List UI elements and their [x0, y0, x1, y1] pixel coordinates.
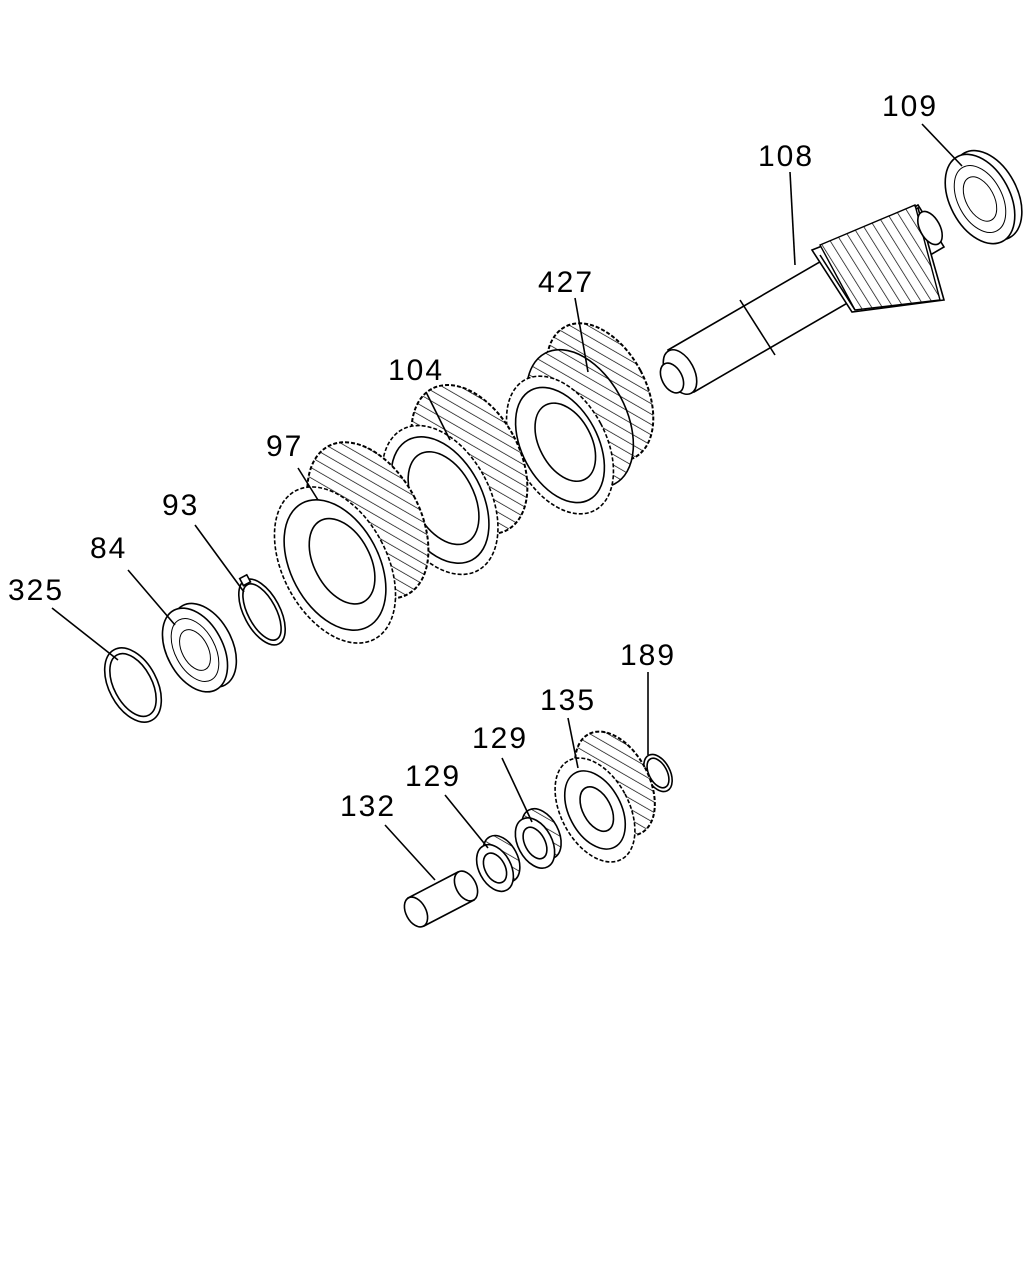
gear-104 — [381, 384, 529, 576]
leader-325 — [51, 607, 119, 661]
needle-bearing-129-lower — [475, 834, 521, 893]
leader-lines — [51, 123, 963, 881]
leader-129-upper — [501, 757, 533, 823]
leader-97 — [297, 467, 319, 501]
callout-427: 427 — [538, 266, 594, 299]
leader-84 — [127, 569, 176, 626]
leader-135 — [567, 717, 579, 769]
callout-189: 189 — [620, 639, 676, 672]
leader-427 — [574, 297, 589, 373]
callout-109: 109 — [882, 90, 938, 123]
pin-132 — [403, 870, 479, 928]
gear-427 — [505, 322, 655, 515]
gear-135 — [554, 730, 656, 863]
leader-109 — [921, 123, 963, 167]
callout-93: 93 — [162, 489, 199, 522]
shaft-108 — [659, 203, 946, 395]
bearing-84 — [161, 602, 238, 693]
callout-97: 97 — [266, 430, 303, 463]
bearing-109 — [944, 149, 1023, 245]
callout-labels: 109 108 427 104 97 93 84 325 189 135 129… — [8, 90, 938, 823]
leader-108 — [789, 171, 796, 266]
callout-104: 104 — [388, 354, 444, 387]
leader-93 — [194, 524, 245, 593]
leader-129-lower — [444, 794, 489, 849]
gear-97 — [273, 441, 430, 644]
callout-325: 325 — [8, 574, 64, 607]
callout-132: 132 — [340, 790, 396, 823]
callout-129-upper: 129 — [472, 722, 528, 755]
callout-135: 135 — [540, 684, 596, 717]
callout-84: 84 — [90, 532, 127, 565]
ring-325 — [103, 647, 163, 723]
snap-ring-93 — [238, 573, 286, 646]
needle-bearing-129-upper — [514, 807, 562, 869]
callout-108: 108 — [758, 140, 814, 173]
leader-132 — [384, 824, 436, 881]
leader-104 — [425, 391, 451, 441]
callout-129-lower: 129 — [405, 760, 461, 793]
